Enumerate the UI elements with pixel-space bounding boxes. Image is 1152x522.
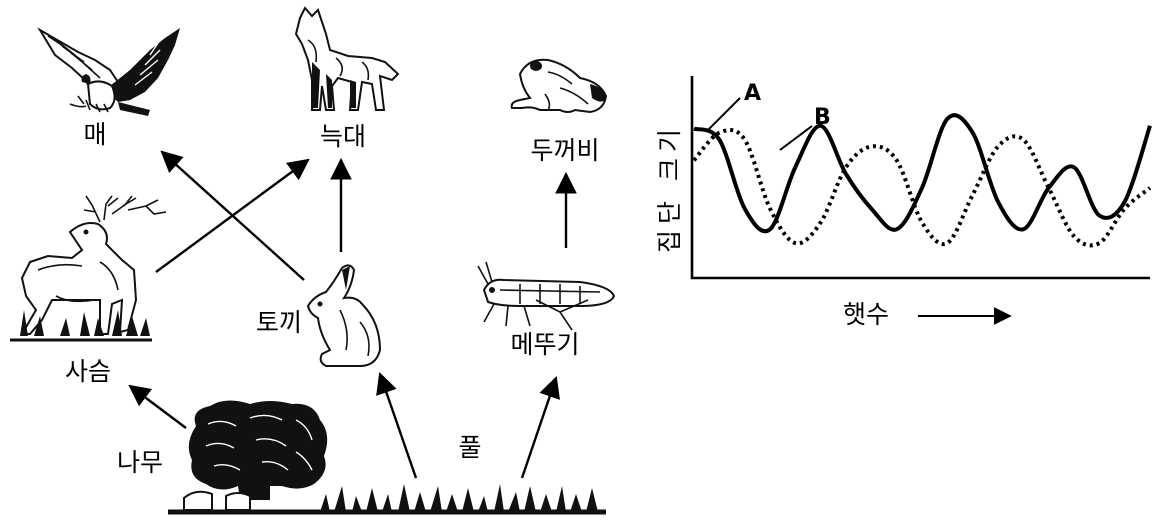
y-axis-label: 집단 크기 — [655, 123, 684, 253]
tree-label: 나무 — [117, 448, 163, 477]
series-b-line — [692, 128, 1152, 248]
rabbit-illustration — [306, 264, 382, 367]
arrow-tree-to-deer — [128, 384, 187, 429]
curve-b-label: B — [814, 105, 831, 130]
hawk-label: 매 — [83, 120, 106, 149]
rabbit-label: 토끼 — [256, 308, 302, 337]
toad-label: 두꺼비 — [530, 136, 599, 165]
curve-b-leader — [779, 125, 813, 151]
toad-illustration — [510, 58, 608, 114]
deer-illustration — [10, 195, 167, 342]
arrow-deer-to-wolf — [155, 158, 310, 273]
x-axis-label: 햇수 — [843, 300, 889, 329]
grass-label: 풀 — [458, 433, 481, 462]
series-a-line — [693, 113, 1152, 234]
grass-illustration — [168, 484, 606, 515]
curve-a-leader — [705, 97, 741, 133]
curve-a-label: A — [744, 81, 761, 106]
grasshopper-label: 메뚜기 — [510, 330, 579, 359]
grasshopper-illustration — [477, 261, 616, 331]
deer-label: 사슴 — [65, 357, 111, 386]
hawk-illustration — [37, 27, 180, 116]
wolf-label: 늑대 — [320, 122, 366, 151]
food-web-arrows — [128, 150, 577, 479]
graph-axes — [690, 76, 1150, 280]
arrow-grass-to-grasshopper — [520, 375, 560, 479]
population-graph: A B 집단 크기 햇수 — [655, 76, 1152, 329]
wolf-illustration — [294, 6, 400, 111]
tree-illustration — [183, 400, 328, 511]
arrow-grass-to-rabbit — [376, 371, 418, 479]
